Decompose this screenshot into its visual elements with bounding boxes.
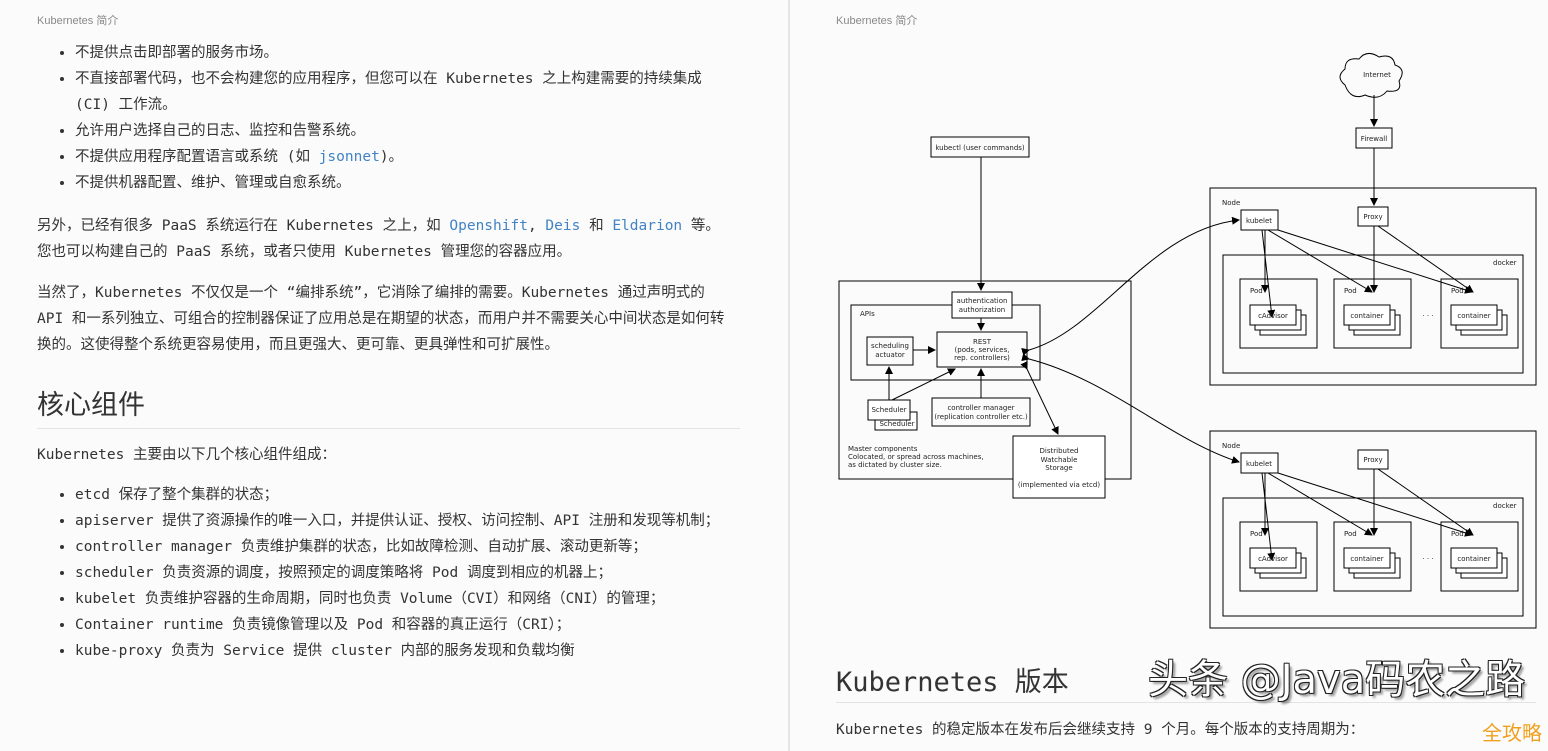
page-divider	[788, 0, 790, 751]
pod-label: Pod	[1344, 530, 1357, 538]
rest-label: rep. controllers)	[954, 354, 1010, 362]
openshift-link[interactable]: Openshift	[449, 218, 528, 234]
ellipsis: · · ·	[1422, 555, 1433, 563]
storage-label: Watchable	[1041, 456, 1078, 464]
node-label: Node	[1222, 199, 1240, 207]
docker-label: docker	[1493, 502, 1517, 510]
proxy-label: Proxy	[1363, 213, 1382, 221]
text: 不提供应用程序配置语言或系统 (如	[75, 149, 319, 165]
list-item: 不直接部署代码，也不会构建您的应用程序，但您可以在 Kubernetes 之上构…	[75, 66, 730, 118]
node-label: Node	[1222, 442, 1240, 450]
cadvisor-label: cAdvisor	[1258, 555, 1288, 563]
jsonnet-link[interactable]: jsonnet	[318, 149, 380, 165]
pod-label: Pod	[1344, 287, 1357, 295]
running-head: Kubernetes 简介	[836, 15, 918, 27]
list-item: 允许用户选择自己的日志、监控和告警系统。	[75, 118, 737, 144]
node-2	[1209, 430, 1537, 629]
component-list: etcd 保存了整个集群的状态； apiserver 提供了资源操作的唯一入口，…	[37, 482, 737, 664]
master-note: Master components	[848, 445, 918, 453]
list-item: Container runtime 负责镜像管理以及 Pod 和容器的真正运行（…	[75, 612, 737, 638]
list-item: 不提供点击即部署的服务市场。	[75, 40, 737, 66]
feature-list: 不提供点击即部署的服务市场。 不直接部署代码，也不会构建您的应用程序，但您可以在…	[37, 40, 737, 196]
left-page: Kubernetes 简介 不提供点击即部署的服务市场。 不直接部署代码，也不会…	[0, 0, 788, 751]
paas-paragraph: 另外，已经有很多 PaaS 系统运行在 Kubernetes 之上，如 Open…	[37, 213, 737, 265]
orchestration-paragraph: 当然了，Kubernetes 不仅仅是一个 “编排系统”，它消除了编排的需要。K…	[37, 285, 725, 353]
list-item: kube-proxy 负责为 Service 提供 cluster 内部的服务发…	[75, 638, 737, 664]
storage-label: Storage	[1045, 464, 1072, 472]
intro-paragraph: Kubernetes 主要由以下几个核心组件组成：	[37, 447, 337, 463]
text: ,	[527, 218, 546, 234]
text: 和	[580, 218, 613, 234]
auth-label: authentication	[957, 297, 1008, 305]
kubelet-label: kubelet	[1246, 460, 1272, 468]
controller-manager-label: (replication controller etc.)	[934, 413, 1028, 421]
container-label: container	[1350, 555, 1383, 563]
divider	[37, 428, 740, 429]
rest-label: REST	[973, 338, 992, 346]
storage-label: Distributed	[1040, 447, 1079, 455]
watermark: 头条 @Java码农之路	[1148, 657, 1526, 703]
eldarion-link[interactable]: Eldarion	[612, 218, 683, 234]
container-label: container	[1457, 312, 1490, 320]
scheduler-label: Scheduler	[871, 406, 906, 414]
version-paragraph: Kubernetes 的稳定版本在发布后会继续支持 9 个月。每个版本的支持周期…	[836, 722, 1365, 738]
controller-manager-label: controller manager	[947, 404, 1014, 412]
list-item: scheduler 负责资源的调度，按照预定的调度策略将 Pod 调度到相应的机…	[75, 560, 737, 586]
firewall-label: Firewall	[1361, 135, 1387, 143]
container-label: container	[1457, 555, 1490, 563]
section-heading: Kubernetes 版本	[836, 667, 1069, 698]
text: 等。 您也可以构建自己的 PaaS 系统，或者只使用 Kubernetes 管理…	[37, 218, 720, 260]
watermark-badge: 全攻略	[1482, 721, 1542, 745]
list-item: apiserver 提供了资源操作的唯一入口，并提供认证、授权、访问控制、API…	[75, 508, 730, 534]
docker-label: docker	[1493, 259, 1517, 267]
pod-label: Pod	[1451, 287, 1464, 295]
scheduling-actuator-label: scheduling	[871, 342, 909, 350]
container-label: container	[1350, 312, 1383, 320]
kubelet-label: kubelet	[1246, 217, 1272, 225]
list-item: controller manager 负责维护集群的状态，比如故障检测、自动扩展…	[75, 534, 737, 560]
scheduling-actuator-label: actuator	[875, 351, 905, 359]
internet-label: Internet	[1363, 71, 1391, 79]
pod-label: Pod	[1451, 530, 1464, 538]
node-1	[1209, 187, 1537, 386]
list-item: etcd 保存了整个集群的状态；	[75, 482, 737, 508]
scheduler-label: Scheduler	[879, 420, 914, 428]
pod-label: Pod	[1250, 530, 1263, 538]
divider	[836, 702, 1536, 703]
cadvisor-label: cAdvisor	[1258, 312, 1288, 320]
ellipsis: · · ·	[1422, 312, 1433, 320]
running-head: Kubernetes 简介	[37, 15, 119, 27]
proxy-label: Proxy	[1363, 456, 1382, 464]
auth-label: authorization	[959, 306, 1005, 314]
internet-cloud-icon	[1339, 53, 1403, 98]
storage-label: (implemented via etcd)	[1018, 481, 1100, 489]
list-item: 不提供应用程序配置语言或系统 (如 jsonnet)。	[75, 144, 737, 170]
text: 另外，已经有很多 PaaS 系统运行在 Kubernetes 之上，如	[37, 218, 450, 234]
rest-label: (pods, services,	[955, 346, 1010, 354]
pod-label: Pod	[1250, 287, 1263, 295]
text: )。	[379, 149, 404, 165]
deis-link[interactable]: Deis	[545, 218, 581, 234]
section-heading: 核心组件	[37, 390, 145, 421]
list-item: 不提供机器配置、维护、管理或自愈系统。	[75, 170, 737, 196]
kubectl-label: kubectl (user commands)	[935, 144, 1025, 152]
master-note: as dictated by cluster size.	[848, 461, 942, 469]
apis-label: APIs	[860, 310, 875, 318]
master-note: Colocated, or spread across machines,	[848, 453, 984, 461]
list-item: kubelet 负责维护容器的生命周期，同时也负责 Volume（CVI）和网络…	[75, 586, 737, 612]
